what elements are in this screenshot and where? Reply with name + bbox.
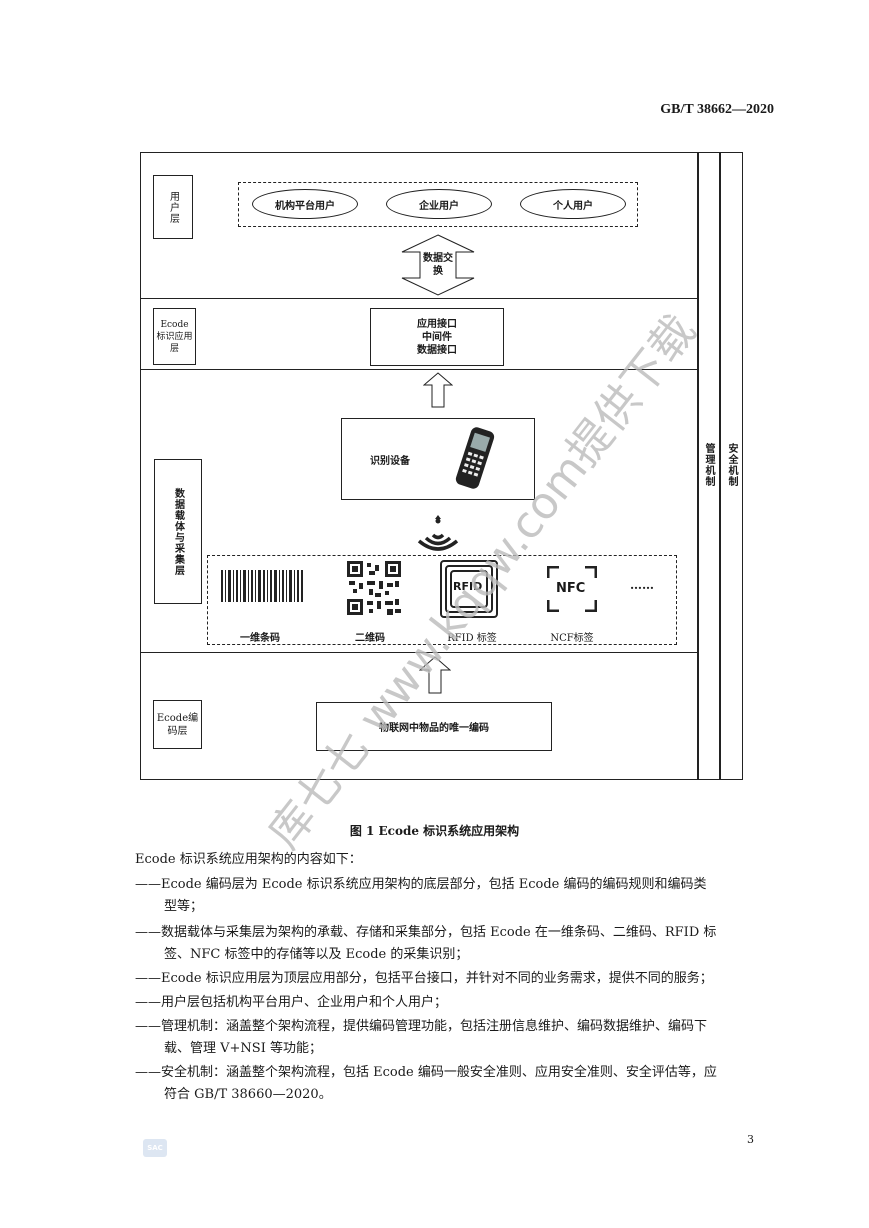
carrier-layer-label-box: 数据载体与采集层 — [154, 459, 202, 604]
nfc-label: NCF标签 — [550, 633, 594, 644]
carriers-group — [207, 555, 677, 645]
wireless-signal-icon — [417, 515, 459, 551]
security-column: 安全机制 — [720, 152, 743, 780]
up-arrow-icon — [423, 372, 453, 408]
data-exchange-label: 数据交换 — [423, 253, 453, 277]
app-interface-text: 应用接口 — [417, 318, 457, 330]
list-item-continuation: 签、NFC 标签中的存储等以及 Ecode 的采集识别； — [164, 947, 469, 962]
app-interface-box: 应用接口 中间件 数据接口 — [370, 308, 504, 366]
data-exchange-arrow — [401, 234, 475, 296]
middleware-text: 中间件 — [422, 331, 452, 343]
page-number: 3 — [747, 1133, 754, 1146]
standard-number: GB/T 38662—2020 — [660, 102, 774, 117]
divider-carrier-encode — [140, 652, 699, 653]
barcode-label: 一维条码 — [240, 633, 280, 644]
app-layer-label: Ecode标识应用层 — [153, 308, 196, 365]
reader-device-label: 识别设备 — [370, 455, 410, 467]
handheld-scanner-icon — [455, 427, 495, 489]
rfid-icon-text: RFID — [453, 580, 483, 593]
user-layer-label: 用户层 — [167, 190, 179, 224]
more-carriers-ellipsis: …… — [630, 578, 654, 592]
sac-logo: SAC — [143, 1139, 167, 1157]
management-column: 管理机制 — [697, 152, 720, 780]
list-item: ——Ecode 编码层为 Ecode 标识系统应用架构的底层部分，包括 Ecod… — [135, 877, 707, 892]
reader-device-box: 识别设备 — [341, 418, 535, 500]
list-item: ——安全机制：涵盖整个架构流程，包括 Ecode 编码一般安全准则、应用安全准则… — [135, 1065, 717, 1080]
management-label: 管理机制 — [703, 443, 714, 487]
divider-user-app — [140, 298, 699, 299]
rfid-tag-icon — [440, 560, 498, 618]
data-interface-text: 数据接口 — [417, 344, 457, 356]
list-item: ——数据载体与采集层为架构的承载、存储和采集部分，包括 Ecode 在一维条码、… — [135, 925, 717, 940]
list-item: ——用户层包括机构平台用户、企业用户和个人用户； — [135, 995, 448, 1010]
nfc-tag-icon — [547, 566, 597, 612]
security-label: 安全机制 — [726, 443, 737, 487]
list-item-continuation: 型等； — [164, 899, 204, 914]
unique-code-box: 物联网中物品的唯一编码 — [316, 702, 552, 751]
intro-paragraph: Ecode 标识系统应用架构的内容如下： — [135, 852, 362, 867]
list-item-continuation: 符合 GB/T 38660—2020。 — [164, 1087, 332, 1102]
users-group — [238, 182, 638, 227]
encode-layer-label: Ecode编码层 — [153, 700, 202, 749]
org-platform-user: 机构平台用户 — [252, 189, 358, 219]
enterprise-user: 企业用户 — [386, 189, 492, 219]
individual-user: 个人用户 — [520, 189, 626, 219]
architecture-figure — [140, 152, 699, 780]
qr-code-icon — [347, 561, 401, 615]
figure-caption: 图 1 Ecode 标识系统应用架构 — [349, 824, 520, 838]
rfid-label: RFID 标签 — [447, 633, 497, 644]
up-arrow-icon — [419, 656, 451, 694]
barcode-icon — [221, 570, 303, 602]
list-item: ——Ecode 标识应用层为顶层应用部分，包括平台接口，并针对不同的业务需求，提… — [135, 971, 713, 986]
qr-code-label: 二维码 — [355, 633, 385, 644]
user-layer-label-box: 用户层 — [153, 175, 193, 239]
list-item: ——管理机制：涵盖整个架构流程，提供编码管理功能，包括注册信息维护、编码数据维护… — [135, 1019, 708, 1034]
nfc-icon-text: NFC — [556, 581, 586, 596]
list-item-continuation: 载、管理 V+NSI 等功能； — [164, 1041, 322, 1056]
carrier-layer-label: 数据载体与采集层 — [172, 487, 184, 576]
divider-app-carrier — [140, 369, 699, 370]
